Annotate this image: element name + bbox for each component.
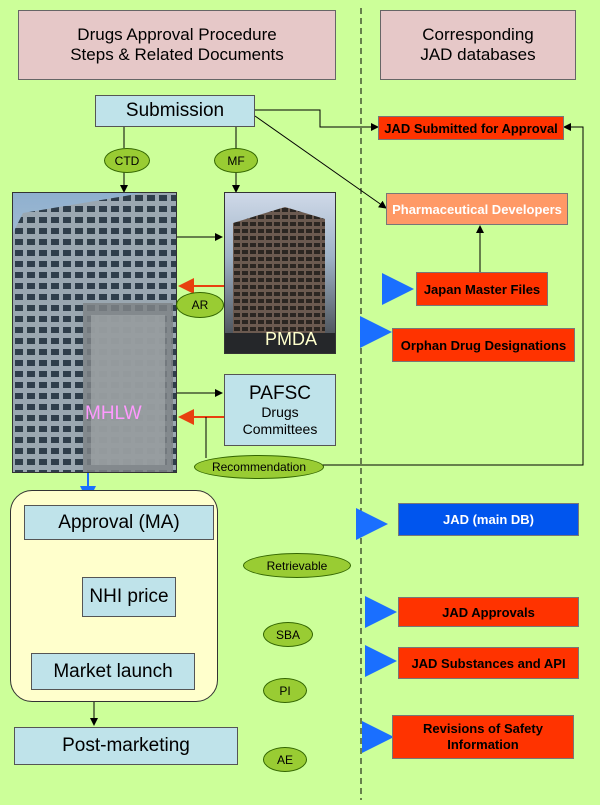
db-jad-submitted-label: JAD Submitted for Approval	[384, 120, 558, 136]
post-marketing-step: Post-marketing	[14, 727, 238, 765]
nhi-price-step: NHI price	[82, 577, 176, 617]
mhlw-label: MHLW	[85, 403, 142, 424]
db-japan-master-files-label: Japan Master Files	[423, 281, 541, 297]
recommendation-document: Recommendation	[194, 455, 324, 479]
db-pharmaceutical-developers: Pharmaceutical Developers	[386, 193, 568, 225]
pafsc-step: PAFSC Drugs Committees	[224, 374, 336, 446]
db-jad-approvals-label: JAD Approvals	[442, 604, 535, 620]
db-revisions-safety-label: Revisions of Safety Information	[423, 721, 543, 752]
retrievable-document: Retrievable	[243, 553, 351, 578]
mf-document: MF	[214, 148, 258, 173]
db-japan-master-files: Japan Master Files	[416, 272, 548, 306]
mhlw-building-photo: MHLW	[12, 192, 177, 473]
db-jad-main: JAD (main DB)	[398, 503, 579, 536]
db-orphan-drug-label: Orphan Drug Designations	[400, 337, 567, 353]
pafsc-subtitle: Drugs Committees	[242, 403, 318, 437]
db-jad-substances: JAD Substances and API	[398, 647, 579, 679]
header-databases: Corresponding JAD databases	[380, 10, 576, 80]
pi-document: PI	[263, 678, 307, 703]
pmda-label: PMDA	[265, 329, 318, 349]
market-launch-step: Market launch	[31, 653, 195, 690]
pmda-building-illustration	[225, 207, 335, 353]
sba-document: SBA	[263, 622, 313, 647]
ae-document: AE	[263, 747, 307, 772]
header-procedure: Drugs Approval Procedure Steps & Related…	[18, 10, 336, 80]
db-jad-submitted: JAD Submitted for Approval	[378, 116, 564, 140]
submission-step: Submission	[95, 95, 255, 127]
db-jad-substances-label: JAD Substances and API	[411, 655, 566, 671]
mhlw-building-illustration	[13, 193, 176, 472]
ar-document: AR	[176, 292, 224, 318]
pafsc-title: PAFSC	[249, 382, 311, 404]
db-orphan-drug: Orphan Drug Designations	[392, 328, 575, 362]
db-revisions-safety: Revisions of Safety Information	[392, 715, 574, 759]
db-jad-approvals: JAD Approvals	[398, 597, 579, 627]
approval-step: Approval (MA)	[24, 505, 214, 540]
ctd-document: CTD	[104, 148, 150, 173]
pmda-building-photo: PMDA	[224, 192, 336, 354]
